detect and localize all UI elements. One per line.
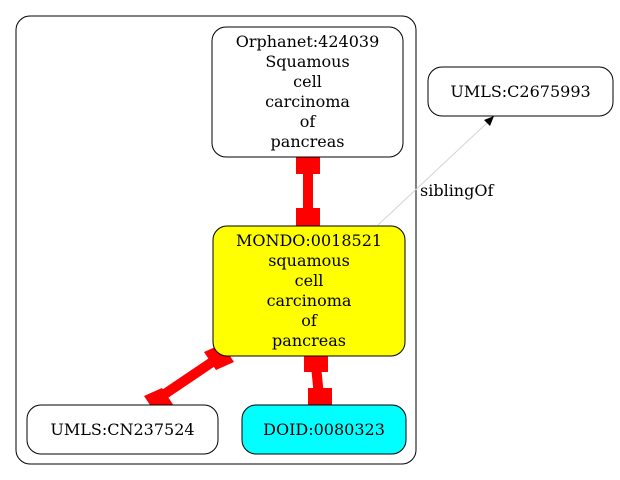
sibling-edge bbox=[377, 121, 489, 226]
edge-mondo-doid bbox=[304, 350, 332, 410]
node-orphanet-line-2: Squamous bbox=[265, 52, 349, 71]
node-umls-cn237524[interactable]: UMLS:CN237524 bbox=[26, 404, 219, 455]
node-orphanet-line-1: Orphanet:424039 bbox=[236, 32, 380, 51]
node-mondo-line-4: carcinoma bbox=[267, 291, 352, 310]
node-mondo-line-6: pancreas bbox=[272, 331, 346, 350]
node-doid[interactable]: DOID:0080323 bbox=[241, 404, 407, 455]
edge-orphanet-mondo bbox=[296, 152, 320, 230]
node-mondo-line-3: cell bbox=[295, 271, 324, 290]
node-orphanet-line-5: of bbox=[300, 112, 317, 131]
node-umls-c2675993[interactable]: UMLS:C2675993 bbox=[427, 66, 614, 117]
node-orphanet-line-4: carcinoma bbox=[265, 92, 350, 111]
node-mondo-line-5: of bbox=[301, 311, 318, 330]
node-doid-label: DOID:0080323 bbox=[263, 420, 385, 439]
node-mondo-line-2: squamous bbox=[268, 251, 350, 270]
sibling-edge-label: siblingOf bbox=[420, 181, 494, 200]
cluster-box bbox=[15, 15, 417, 465]
node-orphanet[interactable]: Orphanet:424039 Squamous cell carcinoma … bbox=[211, 26, 404, 158]
node-orphanet-line-6: pancreas bbox=[271, 132, 345, 151]
node-orphanet-line-3: cell bbox=[293, 72, 322, 91]
node-umls-c2675993-label: UMLS:C2675993 bbox=[450, 82, 590, 101]
node-mondo-line-1: MONDO:0018521 bbox=[236, 231, 382, 250]
node-mondo[interactable]: MONDO:0018521 squamous cell carcinoma of… bbox=[212, 225, 406, 357]
sibling-edge-arrowhead bbox=[484, 116, 494, 126]
node-umls-cn237524-label: UMLS:CN237524 bbox=[50, 420, 194, 439]
